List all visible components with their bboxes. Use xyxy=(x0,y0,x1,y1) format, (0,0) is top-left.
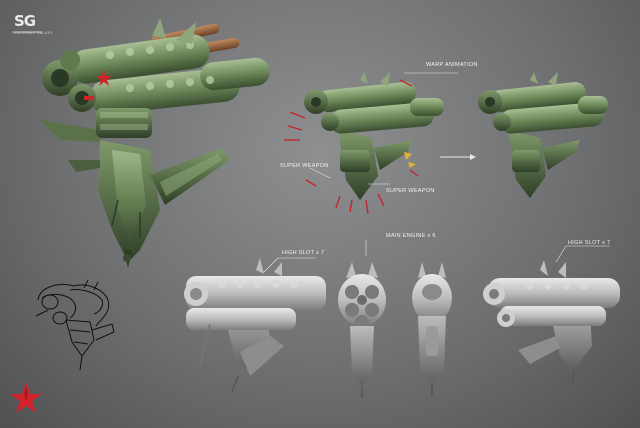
right-arrow-icon xyxy=(440,154,476,160)
main-ship-render xyxy=(40,18,270,268)
grey-side-view-right xyxy=(483,260,620,385)
red-star-icon xyxy=(10,382,42,413)
concept-line-sketch xyxy=(35,279,115,371)
brand-subtitle: SPACESHIP GALAXY xyxy=(12,31,54,35)
grey-rear-view xyxy=(412,262,452,396)
warp-ship-1 xyxy=(284,72,444,215)
brand-logo: SG xyxy=(14,12,36,30)
super-weapon-label-2: SUPER WEAPON xyxy=(386,188,435,194)
warp-ship-2 xyxy=(478,72,608,198)
warp-animation-label: WARP ANIMATION xyxy=(426,62,478,68)
grey-front-view xyxy=(338,262,386,398)
main-engine-label: MAIN ENGINE x 6 xyxy=(386,233,436,239)
grey-side-view-left xyxy=(184,258,326,393)
super-weapon-label-1: SUPER WEAPON xyxy=(280,163,329,169)
callout-lines xyxy=(263,72,610,273)
high-slot-label-right: HIGH SLOT x 7 xyxy=(568,240,611,246)
high-slot-label-left: HIGH SLOT x 7 xyxy=(282,250,325,256)
